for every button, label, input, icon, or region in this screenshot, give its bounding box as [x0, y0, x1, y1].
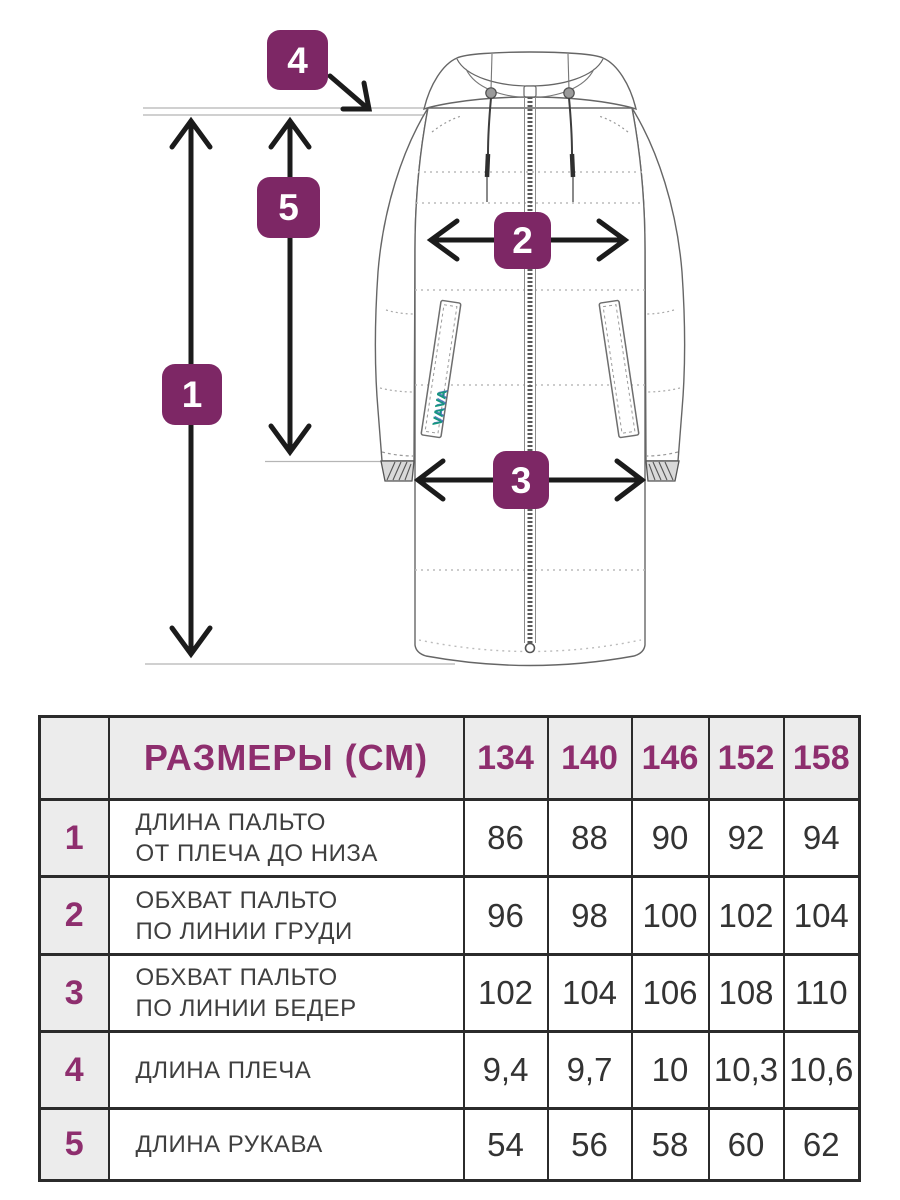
row-label: ОБХВАТ ПАЛЬТО ПО ЛИНИИ БЕДЕР: [107, 953, 465, 1033]
row-value: 10: [630, 1030, 710, 1110]
row-label: ДЛИНА ПАЛЬТО ОТ ПЛЕЧА ДО НИЗА: [107, 798, 465, 878]
row-label: ДЛИНА РУКАВА: [107, 1107, 465, 1182]
row-label: ОБХВАТ ПАЛЬТО ПО ЛИНИИ ГРУДИ: [107, 875, 465, 956]
row-label: ДЛИНА ПЛЕЧА: [107, 1030, 465, 1110]
row-value: 88: [546, 798, 633, 878]
size-column-header: 140: [546, 715, 633, 801]
row-value: 62: [782, 1107, 861, 1182]
row-value: 58: [630, 1107, 710, 1182]
measurement-badge-5: 5: [257, 177, 320, 238]
row-value: 9,4: [462, 1030, 549, 1110]
size-column-header: 146: [630, 715, 710, 801]
table-title: РАЗМЕРЫ (СМ): [107, 715, 465, 801]
coat-technical-drawing: VAVA VAVA: [143, 30, 686, 667]
table-header-row: РАЗМЕРЫ (СМ) 134 140 146 152 158: [38, 715, 861, 801]
row-number: 2: [38, 875, 110, 956]
svg-text:VAVA: VAVA: [429, 388, 449, 427]
brand-logo: VAVA VAVA: [429, 387, 450, 427]
row-value: 90: [630, 798, 710, 878]
row-value: 108: [707, 953, 785, 1033]
row-value: 110: [782, 953, 861, 1033]
table-row: 5 ДЛИНА РУКАВА 54 56 58 60 62: [38, 1107, 861, 1182]
table-row: 2 ОБХВАТ ПАЛЬТО ПО ЛИНИИ ГРУДИ 96 98 100…: [38, 875, 861, 956]
row-value: 98: [546, 875, 633, 956]
row-value: 9,7: [546, 1030, 633, 1110]
measurement-badge-3: 3: [493, 451, 549, 509]
header-empty-cell: [38, 715, 110, 801]
row-value: 102: [462, 953, 549, 1033]
row-value: 86: [462, 798, 549, 878]
size-column-header: 152: [707, 715, 785, 801]
row-value: 56: [546, 1107, 633, 1182]
row-value: 54: [462, 1107, 549, 1182]
size-column-header: 134: [462, 715, 549, 801]
row-number: 1: [38, 798, 110, 878]
zipper-pull: [524, 642, 536, 654]
coat-hood: [423, 51, 637, 111]
row-number: 3: [38, 953, 110, 1033]
table-row: 4 ДЛИНА ПЛЕЧА 9,4 9,7 10 10,3 10,6: [38, 1030, 861, 1110]
row-value: 96: [462, 875, 549, 956]
size-table: РАЗМЕРЫ (СМ) 134 140 146 152 158 1 ДЛИНА…: [38, 715, 861, 1182]
table-row: 1 ДЛИНА ПАЛЬТО ОТ ПЛЕЧА ДО НИЗА 86 88 90…: [38, 798, 861, 878]
arrow-5-sleeve-length: [268, 116, 312, 457]
row-value: 106: [630, 953, 710, 1033]
row-value: 94: [782, 798, 861, 878]
arrow-4-shoulder-pointer: [327, 73, 373, 112]
coat-drawing-svg: VAVA VAVA: [143, 51, 686, 667]
row-value: 92: [707, 798, 785, 878]
size-column-header: 158: [782, 715, 861, 801]
table-row: 3 ОБХВАТ ПАЛЬТО ПО ЛИНИИ БЕДЕР 102 104 1…: [38, 953, 861, 1033]
svg-text:VAVA: VAVA: [431, 387, 451, 426]
measurement-badge-4: 4: [267, 30, 328, 90]
guide-lines: [143, 107, 455, 665]
zipper: [523, 85, 537, 654]
row-value: 10,6: [782, 1030, 861, 1110]
row-number: 4: [38, 1030, 110, 1110]
row-number: 5: [38, 1107, 110, 1182]
coat-outline: VAVA VAVA: [374, 51, 686, 667]
row-value: 104: [546, 953, 633, 1033]
row-value: 102: [707, 875, 785, 956]
measurement-badge-2: 2: [494, 212, 551, 269]
row-value: 60: [707, 1107, 785, 1182]
row-value: 10,3: [707, 1030, 785, 1110]
measurement-badge-1: 1: [162, 364, 222, 425]
row-value: 104: [782, 875, 861, 956]
row-value: 100: [630, 875, 710, 956]
